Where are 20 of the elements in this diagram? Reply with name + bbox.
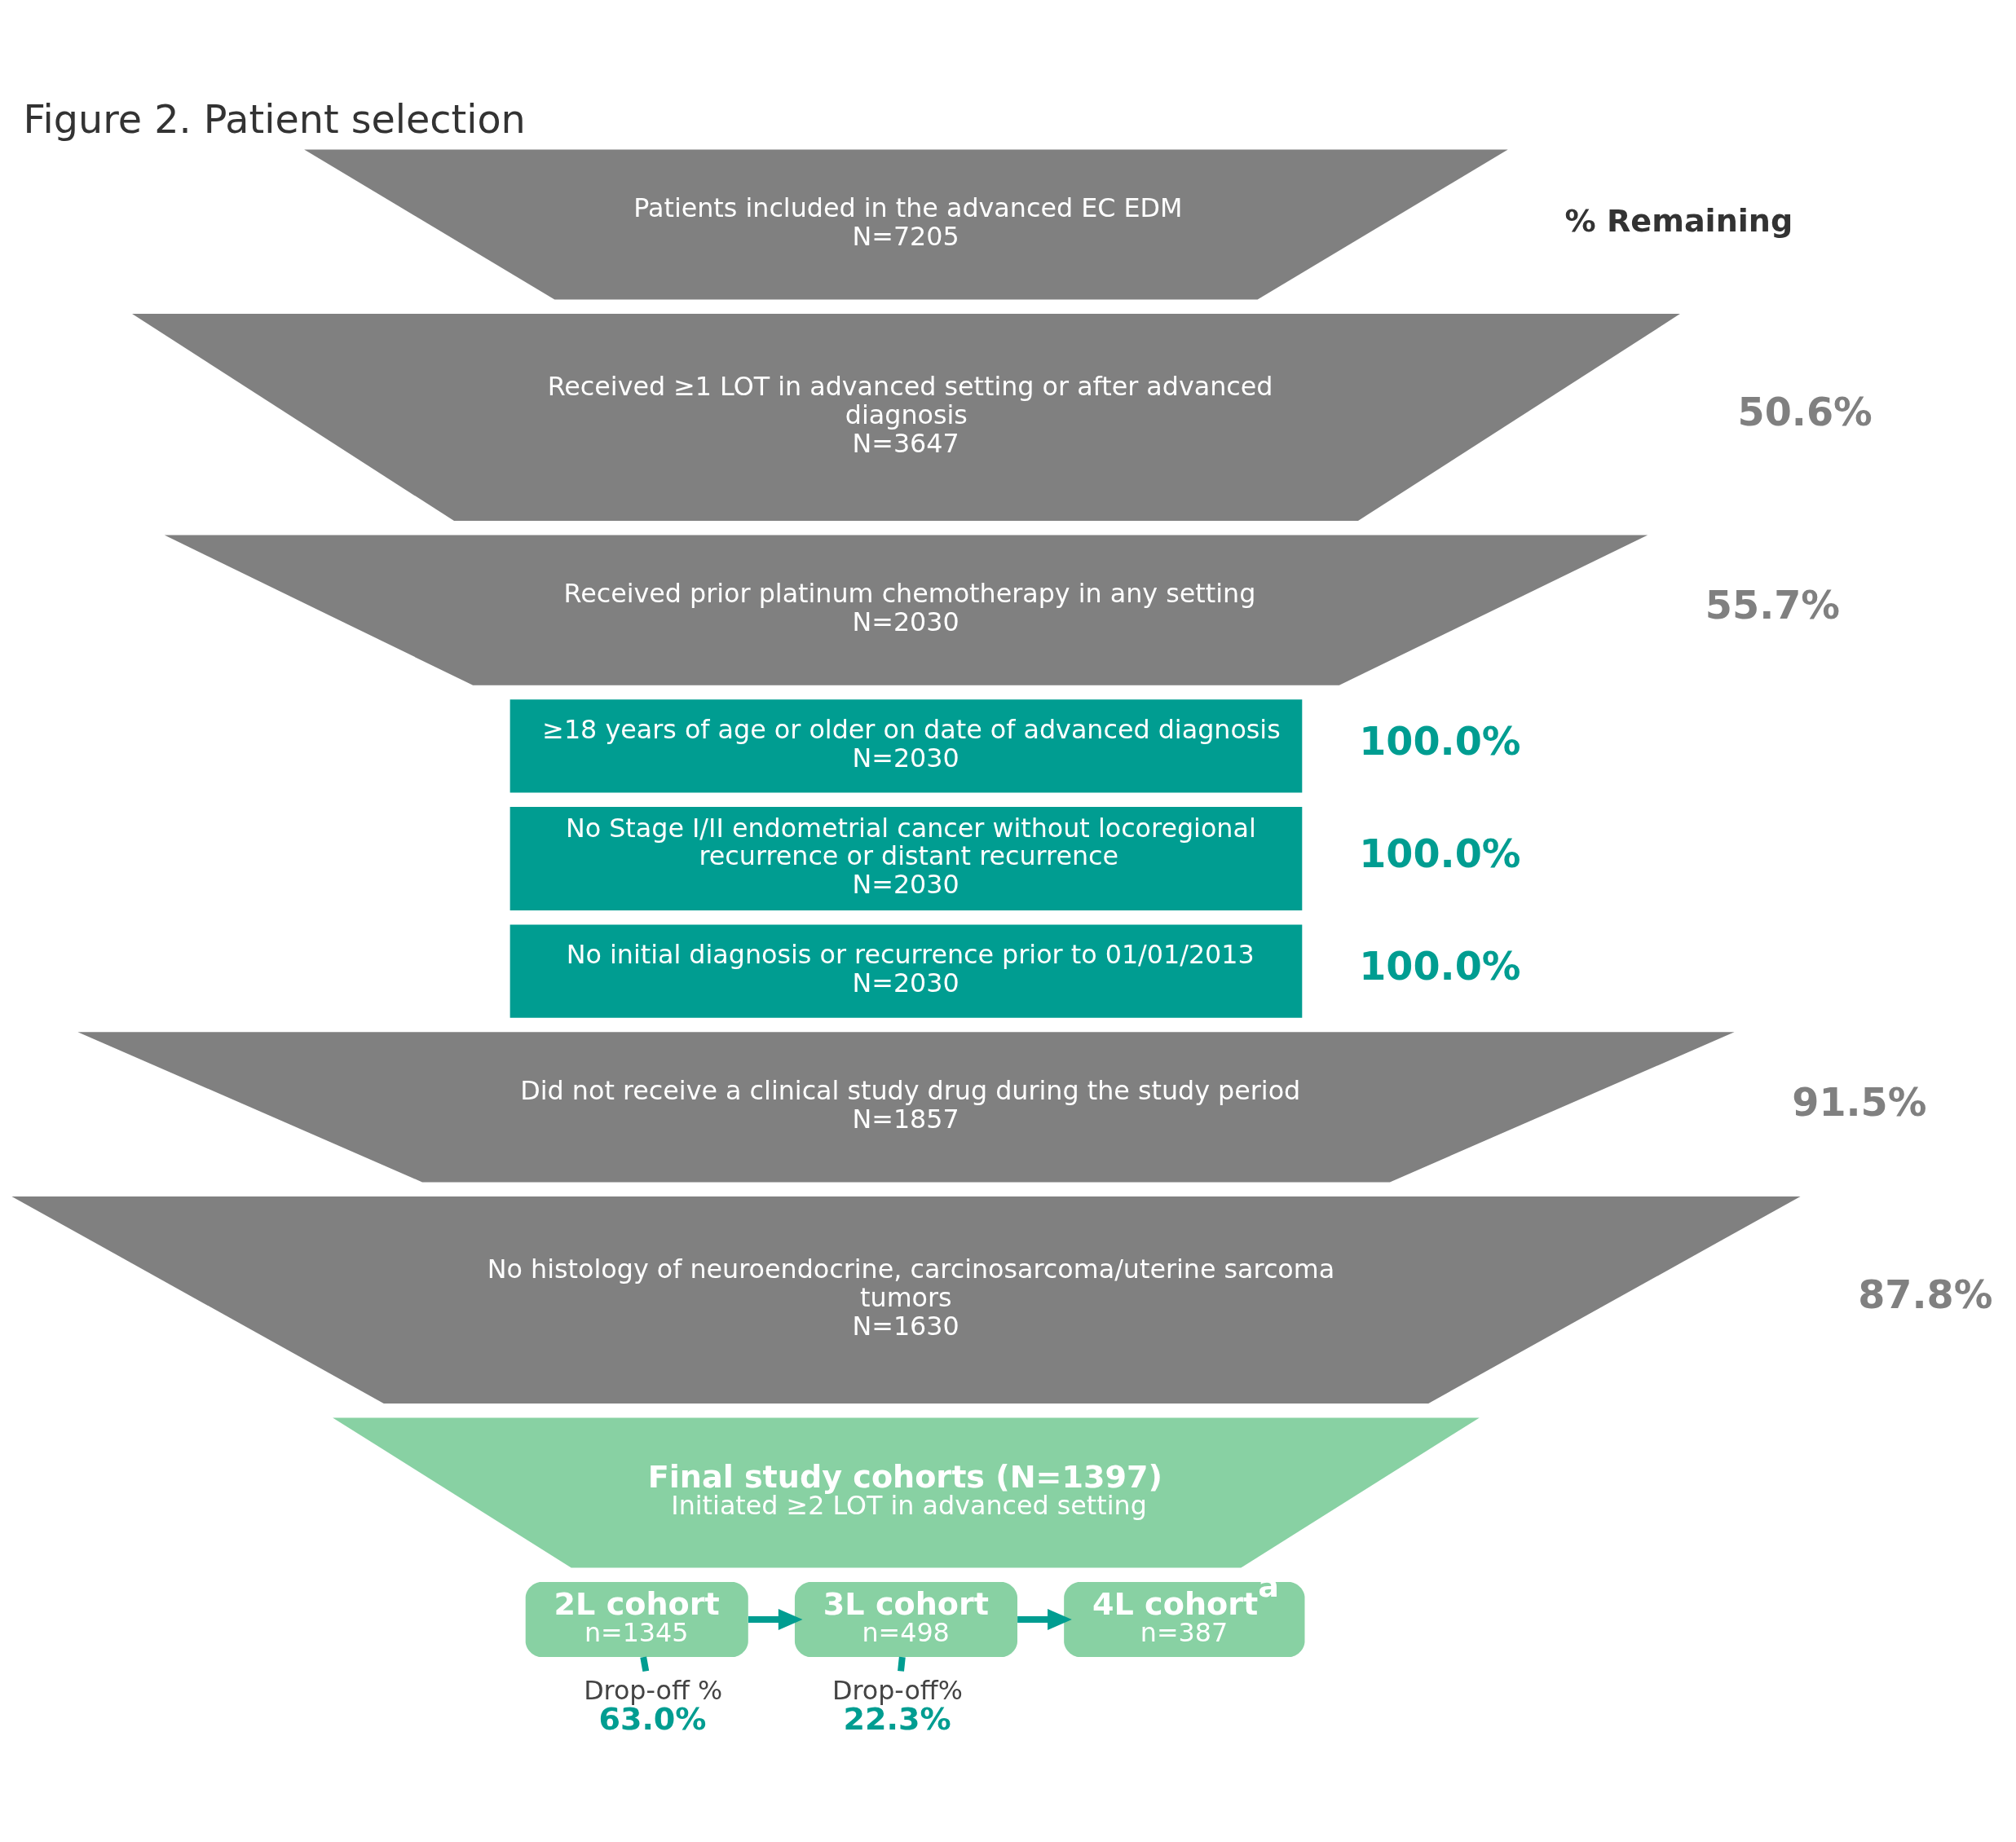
arrow — [1017, 1608, 1072, 1630]
node-label: 100.0% — [1359, 831, 1521, 876]
node-box: 3L cohort n=498 — [794, 1581, 1017, 1657]
arrow — [748, 1608, 803, 1630]
node-text: Drop-off % 63.0% — [584, 1675, 723, 1737]
node-label: 100.0% — [1359, 718, 1521, 764]
node-label: 91.5% — [1792, 1079, 1927, 1125]
connector — [898, 1656, 906, 1672]
node-label: 55.7% — [1705, 582, 1841, 628]
node-box: No Stage I/II endometrial cancer without locoregional recurrence or distant recurrence N=2030 — [510, 806, 1303, 910]
node-label: 87.8% — [1858, 1271, 1993, 1317]
node-box: ≥18 years of age or older on date of advanced diagnosis N=2030 — [510, 698, 1303, 793]
label: % Remaining — [1564, 202, 1793, 239]
connector — [640, 1655, 650, 1672]
diagram-title: Figure 2. Patient selection — [23, 96, 526, 142]
node-box: No initial diagnosis or recurrence prior to 01/01/2013 N=2030 — [510, 923, 1303, 1018]
node-box: 2L cohort n=1345 — [525, 1581, 748, 1657]
node-text: Drop-off% 22.3% — [832, 1675, 963, 1737]
node-label: 50.6% — [1737, 389, 1873, 434]
node-label: 100.0% — [1359, 943, 1521, 989]
